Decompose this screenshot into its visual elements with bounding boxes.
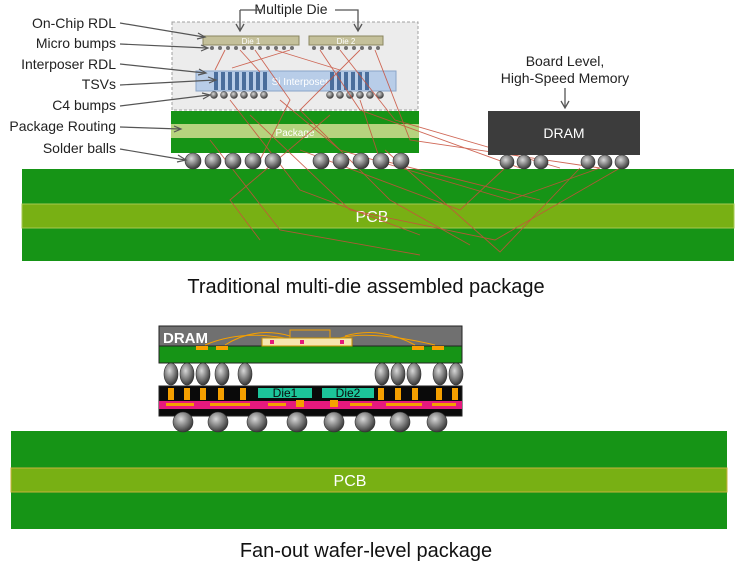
dram-wire-bonds: [204, 329, 436, 346]
package-routing-layer: [171, 124, 419, 138]
package-label: Package: [276, 128, 315, 139]
fan-out-die-1-label: Die1: [273, 386, 298, 400]
fan-out-vias: [168, 388, 458, 400]
board-memory-label-line1: Board Level,: [526, 53, 605, 69]
fan-out-die-1: [258, 388, 312, 398]
multiple-die-label: Multiple Die: [254, 1, 327, 17]
fan-out-package-diagram: PCB DRAM: [10, 325, 728, 562]
top-dram-package: [488, 111, 640, 155]
fan-out-rdl-pink: [159, 401, 462, 409]
board-memory-label-line2: High-Speed Memory: [501, 70, 629, 86]
fan-out-solder-balls: [172, 411, 448, 433]
label-solder-balls: Solder balls: [43, 140, 116, 156]
label-on-chip-rdl: On-Chip RDL: [32, 15, 116, 31]
top-pcb-label: PCB: [356, 209, 389, 226]
fan-out-rdl-traces: [166, 400, 456, 407]
left-callout-labels: On-Chip RDL Micro bumps Interposer RDL T…: [9, 15, 116, 156]
dram-die-pad: [261, 337, 353, 347]
bottom-dram-label: DRAM: [163, 330, 208, 347]
label-micro-bumps: Micro bumps: [36, 35, 116, 51]
fan-out-die-2: [322, 388, 374, 398]
micro-bumps: [210, 46, 380, 50]
label-interposer-rdl: Interposer RDL: [21, 56, 116, 72]
traditional-package-diagram: PCB Package Si Interposer Die 1 Die 2: [9, 1, 735, 298]
tsv-array: [214, 72, 369, 90]
top-dram-label: DRAM: [543, 125, 584, 141]
bottom-pcb-core: [10, 467, 728, 493]
top-die-1-label: Die 1: [242, 37, 261, 46]
interposer-label: Si Interposer: [272, 77, 329, 88]
fan-out-die-2-label: Die2: [336, 386, 361, 400]
c4-bumps: [210, 91, 384, 99]
top-die-1: [202, 35, 300, 46]
package-solder-balls: [184, 152, 410, 170]
dram-pad-marks: [270, 340, 344, 344]
label-tsvs: TSVs: [82, 76, 116, 92]
bottom-pcb-label: PCB: [334, 473, 367, 490]
dram-pads: [196, 346, 444, 350]
multiple-die-arrows: [235, 9, 363, 33]
pop-solder-balls: [163, 362, 464, 386]
dram-solder-balls: [499, 154, 630, 170]
top-die-2: [308, 35, 384, 46]
label-package-routing: Package Routing: [9, 118, 116, 134]
label-c4-bumps: C4 bumps: [52, 97, 116, 113]
top-die-2-label: Die 2: [337, 37, 356, 46]
bottom-caption: Fan-out wafer-level package: [240, 540, 492, 562]
left-callout-arrows: [119, 22, 218, 163]
board-memory-arrow: [560, 88, 570, 110]
top-caption: Traditional multi-die assembled package: [187, 276, 544, 298]
